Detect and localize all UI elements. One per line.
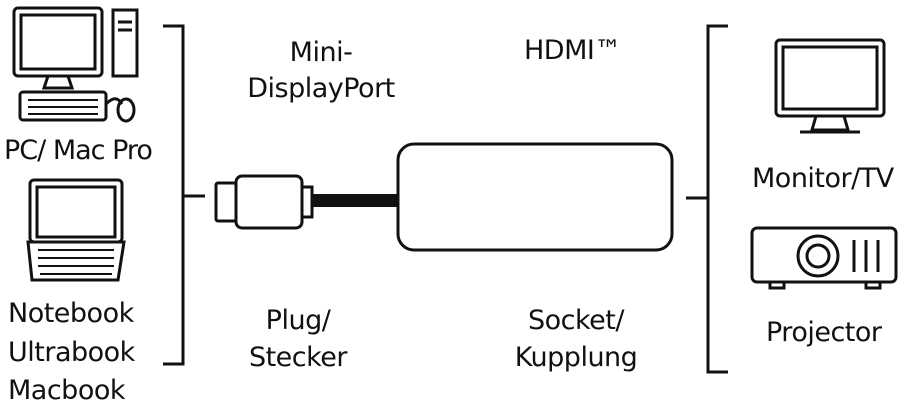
pc-label: PC/ Mac Pro bbox=[4, 135, 153, 166]
adapter-body bbox=[396, 142, 674, 252]
mini-displayport-plug bbox=[214, 174, 314, 230]
notebook-label: Notebook bbox=[8, 298, 134, 329]
monitor-icon bbox=[774, 38, 886, 134]
hdmi-label: HDMI™ bbox=[524, 35, 621, 66]
ultrabook-label: Ultrabook bbox=[8, 337, 135, 368]
left-bracket bbox=[163, 24, 205, 366]
desktop-pc-icon bbox=[12, 6, 139, 123]
monitor-label: Monitor/TV bbox=[752, 163, 894, 194]
socket-label-line2: Kupplung bbox=[514, 342, 638, 373]
projector-icon bbox=[750, 226, 898, 290]
macbook-label: Macbook bbox=[8, 375, 126, 406]
notebook-icon bbox=[26, 178, 126, 282]
plug-label-line2: Stecker bbox=[248, 342, 348, 373]
cable bbox=[312, 194, 398, 207]
socket-label-line1: Socket/ bbox=[528, 305, 624, 336]
right-bracket bbox=[686, 24, 728, 374]
projector-label: Projector bbox=[766, 317, 882, 348]
mini-dp-label-line1: Mini- bbox=[289, 37, 353, 68]
plug-label-line1: Plug/ bbox=[265, 305, 331, 336]
mini-dp-label-line2: DisplayPort bbox=[247, 73, 395, 104]
